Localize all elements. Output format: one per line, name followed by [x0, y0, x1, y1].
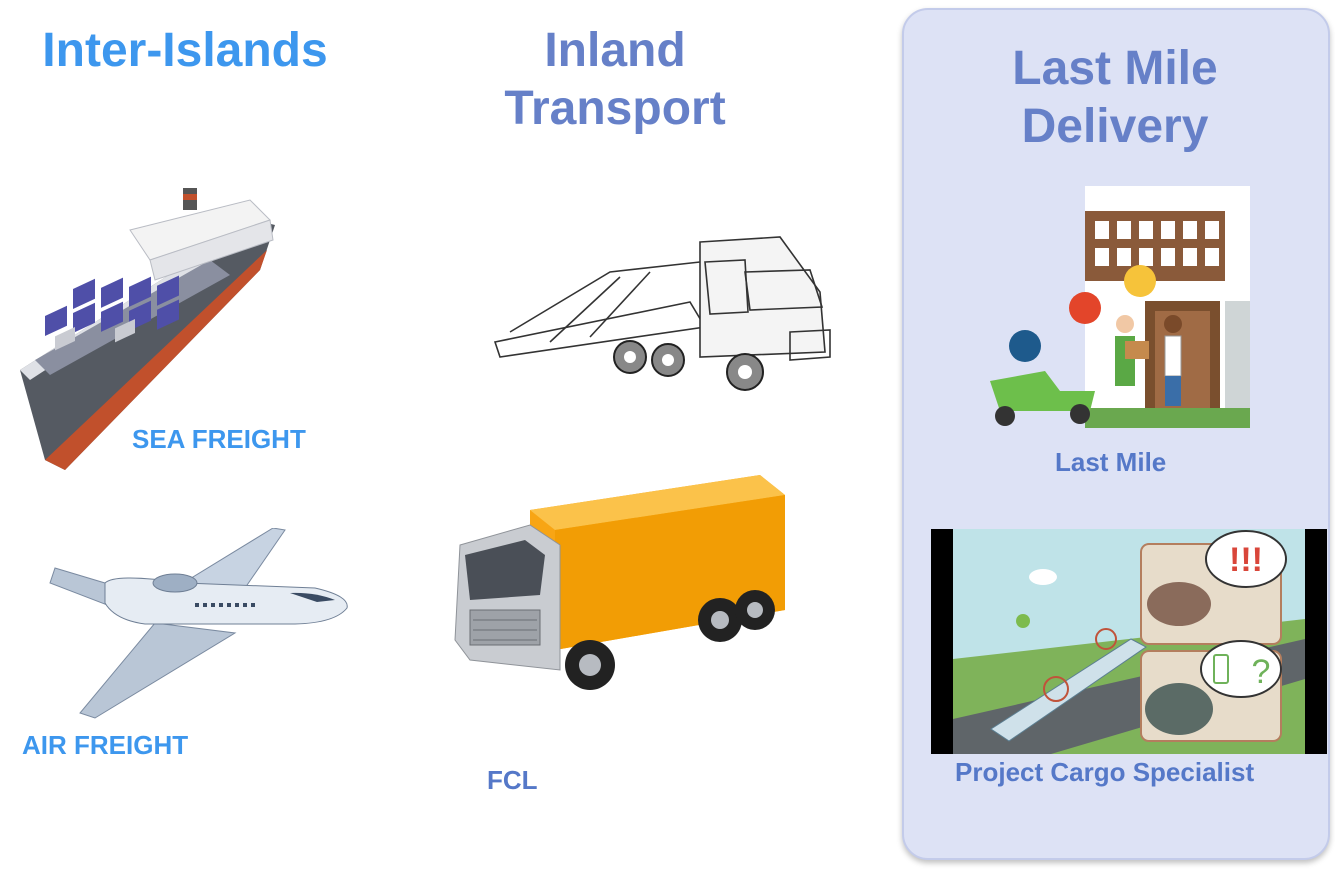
inter-islands-heading: Inter-Islands: [42, 24, 328, 77]
project-cargo-label: Project Cargo Specialist: [955, 757, 1255, 787]
question-callout: ?: [1252, 653, 1271, 691]
cargo-ship-icon: [20, 188, 275, 470]
car-carrier-truck-icon: [493, 236, 831, 391]
inland-transport-heading: Inland Transport: [504, 24, 726, 135]
exclaim-callout: !!!: [1229, 541, 1263, 579]
box-truck-icon: [454, 475, 785, 690]
last-mile-label: Last Mile: [1055, 447, 1167, 477]
sea-freight-label: SEA FREIGHT: [132, 424, 306, 454]
last-mile-delivery-heading: Last Mile Delivery: [1012, 42, 1218, 153]
delivery-scene-icon: [990, 186, 1250, 428]
project-cargo-scene-icon: !!! ?: [931, 529, 1327, 754]
fcl-label: FCL: [487, 765, 538, 795]
airplane-icon: [49, 528, 348, 719]
air-freight-label: AIR FREIGHT: [22, 730, 189, 760]
